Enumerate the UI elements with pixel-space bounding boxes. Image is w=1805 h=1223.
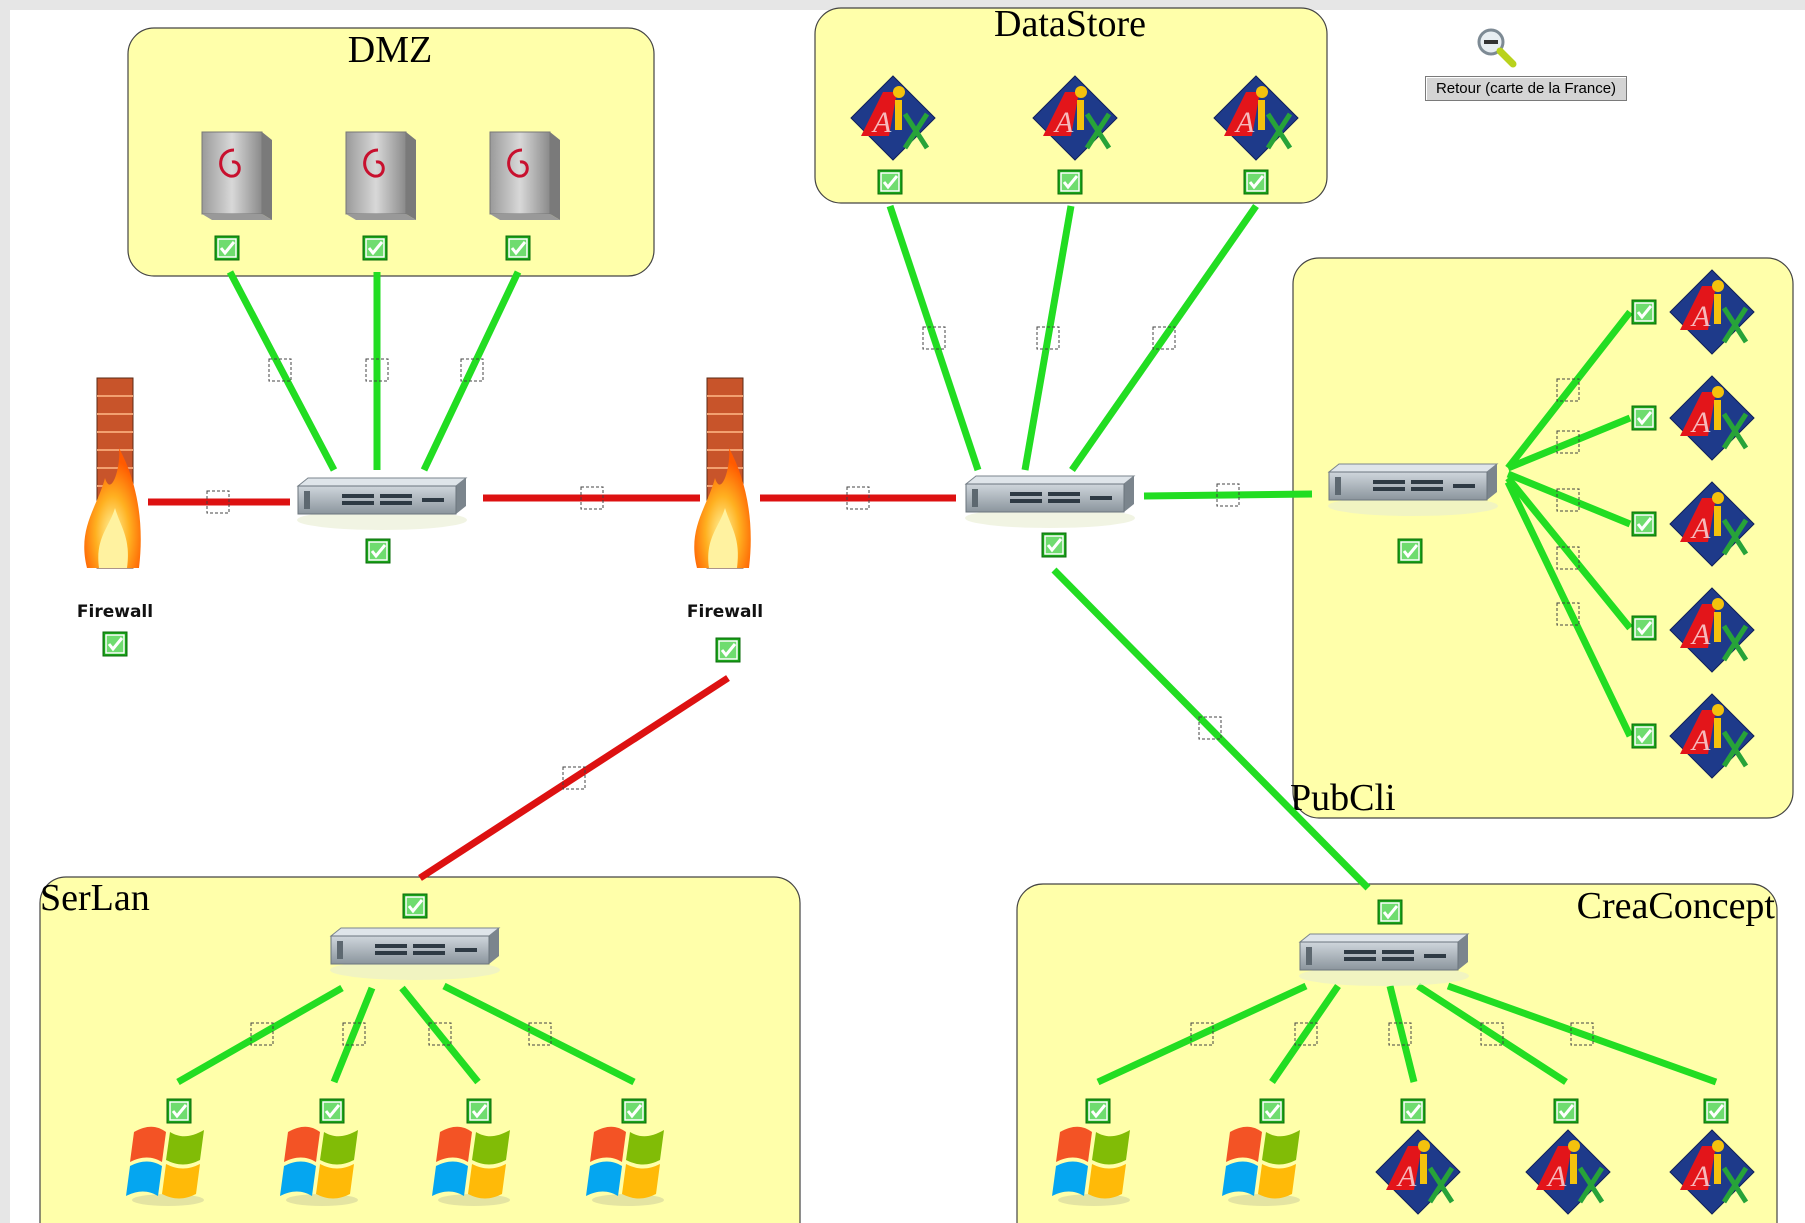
status-ok-icon[interactable]: [101, 630, 129, 658]
status-ok-icon[interactable]: [1630, 722, 1658, 750]
link-crea-5[interactable]: [1446, 982, 1718, 1086]
link-core-creaconcept[interactable]: [1051, 567, 1371, 891]
status-ok-icon[interactable]: [504, 234, 532, 262]
status-ok-icon[interactable]: [364, 537, 392, 565]
status-ok-icon[interactable]: [401, 892, 429, 920]
link-pubcli-2[interactable]: [1506, 414, 1632, 472]
zone-creaconcept[interactable]: [1016, 883, 1778, 1223]
zone-label-datastore: DataStore: [994, 3, 1146, 45]
link-crea-2[interactable]: [1269, 984, 1341, 1084]
status-ok-icon[interactable]: [1084, 1097, 1112, 1125]
zoom-out-magnifier-icon[interactable]: [1475, 26, 1519, 70]
status-ok-icon[interactable]: [1630, 614, 1658, 642]
link-serlan-1[interactable]: [176, 984, 344, 1086]
link-pubcli-3[interactable]: [1506, 470, 1632, 528]
link-pubcli-5[interactable]: [1504, 480, 1634, 738]
status-ok-icon[interactable]: [1630, 404, 1658, 432]
link-serlan-3[interactable]: [399, 985, 481, 1085]
zone-label-dmz: DMZ: [348, 29, 432, 71]
link-pubcli-1[interactable]: [1505, 309, 1633, 471]
link-ds-2[interactable]: [1021, 205, 1075, 471]
zone-label-serlan: SerLan: [40, 877, 150, 919]
firewall-label-1: Firewall: [77, 602, 153, 622]
status-ok-icon[interactable]: [318, 1097, 346, 1125]
link-ds-3[interactable]: [1069, 203, 1259, 473]
status-ok-icon[interactable]: [165, 1097, 193, 1125]
switch-icon[interactable]: [1327, 463, 1499, 517]
zone-label-pubcli: PubCli: [1290, 777, 1396, 819]
status-ok-icon[interactable]: [361, 234, 389, 262]
debian-server-icon[interactable]: [200, 130, 274, 222]
status-ok-icon[interactable]: [1040, 531, 1068, 559]
link-serlan-4[interactable]: [442, 982, 636, 1086]
status-ok-icon[interactable]: [1552, 1097, 1580, 1125]
status-ok-icon[interactable]: [465, 1097, 493, 1125]
status-ok-icon[interactable]: [1399, 1097, 1427, 1125]
switch-icon[interactable]: [1298, 933, 1470, 987]
switch-icon[interactable]: [296, 477, 468, 531]
status-ok-icon[interactable]: [714, 636, 742, 664]
status-ok-icon[interactable]: [1376, 898, 1404, 926]
status-ok-icon[interactable]: [1056, 168, 1084, 196]
status-ok-icon[interactable]: [213, 234, 241, 262]
link-serlan-2[interactable]: [330, 986, 376, 1084]
status-ok-icon[interactable]: [1258, 1097, 1286, 1125]
status-ok-icon[interactable]: [1630, 510, 1658, 538]
status-ok-icon[interactable]: [876, 168, 904, 196]
switch-icon[interactable]: [964, 475, 1136, 529]
debian-server-icon[interactable]: [344, 130, 418, 222]
link-core-pubcli[interactable]: [1143, 490, 1313, 500]
link-dmz-1[interactable]: [226, 270, 338, 472]
link-crea-3[interactable]: [1386, 985, 1418, 1083]
link-crea-4[interactable]: [1416, 983, 1568, 1085]
status-ok-icon[interactable]: [1702, 1097, 1730, 1125]
status-ok-icon[interactable]: [620, 1097, 648, 1125]
status-ok-icon[interactable]: [1242, 168, 1270, 196]
link-pubcli-4[interactable]: [1505, 475, 1633, 631]
back-to-france-map-button[interactable]: Retour (carte de la France): [1425, 76, 1627, 101]
link-crea-1[interactable]: [1096, 982, 1308, 1086]
link-ds-1[interactable]: [886, 204, 982, 472]
zone-pubcli[interactable]: [1292, 257, 1794, 819]
firewall-label-2: Firewall: [687, 602, 763, 622]
status-ok-icon[interactable]: [1396, 537, 1424, 565]
zone-label-creaconcept: CreaConcept: [1577, 885, 1776, 927]
status-ok-icon[interactable]: [1630, 298, 1658, 326]
debian-server-icon[interactable]: [488, 130, 562, 222]
switch-icon[interactable]: [329, 927, 501, 981]
link-dmz-3[interactable]: [420, 270, 522, 472]
link-fw2-serlan[interactable]: [418, 675, 730, 881]
